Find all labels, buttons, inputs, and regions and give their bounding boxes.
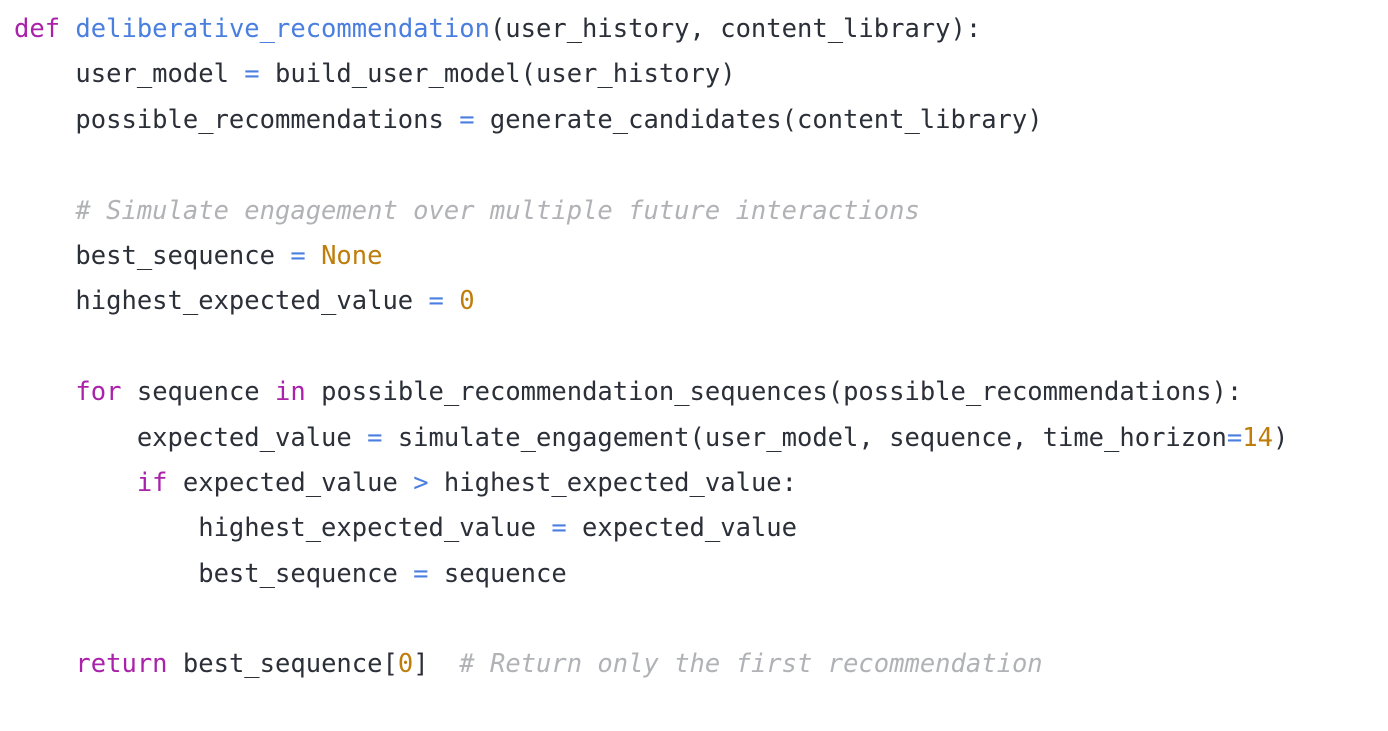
token-operator: =	[428, 286, 444, 317]
token-plain: simulate_engagement(user_model, sequence…	[382, 422, 1227, 453]
token-literal: 0	[459, 286, 475, 317]
token-plain: sequence	[428, 558, 567, 589]
token-plain: ]	[413, 649, 460, 680]
token-plain: expected_value	[566, 513, 797, 544]
token-plain: best_sequence	[14, 240, 291, 271]
code-line[interactable]: possible_recommendations = generate_cand…	[0, 98, 1388, 143]
code-line[interactable]: return best_sequence[0] # Return only th…	[0, 642, 1388, 687]
token-plain: (user_history, content_library):	[489, 14, 982, 44]
code-line[interactable]: expected_value = simulate_engagement(use…	[0, 416, 1388, 461]
token-plain: expected_value	[167, 467, 414, 498]
token-plain: build_user_model(user_history)	[259, 59, 736, 90]
token-plain: highest_expected_value:	[428, 467, 798, 498]
code-line[interactable]: if expected_value > highest_expected_val…	[0, 461, 1388, 506]
token-plain: sequence	[121, 377, 276, 408]
code-line[interactable]: def deliberative_recommendation(user_his…	[0, 7, 1388, 52]
token-plain: possible_recommendation_sequences(possib…	[305, 377, 1243, 408]
code-line[interactable]	[0, 143, 1388, 188]
token-operator: =	[459, 104, 475, 135]
token-literal: None	[321, 240, 383, 271]
token-comment: # Return only the first recommendation	[459, 649, 1043, 680]
token-function-name: deliberative_recommendation	[75, 14, 490, 44]
token-operator: =	[290, 240, 306, 271]
token-literal: 14	[1242, 422, 1273, 453]
token-keyword: for	[75, 377, 122, 408]
token-plain: best_sequence	[14, 558, 414, 589]
token-keyword: in	[275, 377, 306, 408]
code-line[interactable]: for sequence in possible_recommendation_…	[0, 370, 1388, 415]
code-line[interactable]: # Simulate engagement over multiple futu…	[0, 189, 1388, 234]
token-operator: =	[367, 422, 383, 453]
code-line[interactable]: best_sequence = sequence	[0, 552, 1388, 597]
token-literal: 0	[397, 649, 414, 680]
token-keyword: return	[75, 649, 168, 680]
token-plain	[444, 286, 459, 316]
token-plain: highest_expected_value	[14, 286, 429, 317]
code-line[interactable]: highest_expected_value = 0	[0, 279, 1388, 324]
token-comment: # Simulate engagement over multiple futu…	[75, 195, 920, 226]
code-block[interactable]: def deliberative_recommendation(user_his…	[0, 7, 1388, 731]
code-line[interactable]: best_sequence = None	[0, 234, 1388, 279]
token-operator: =	[1226, 422, 1243, 453]
token-plain: highest_expected_value	[14, 513, 552, 544]
code-line[interactable]	[0, 325, 1388, 370]
token-plain: user_model	[14, 59, 245, 90]
token-plain	[60, 14, 75, 44]
token-plain	[14, 196, 75, 226]
token-operator: =	[551, 513, 567, 544]
code-line[interactable]: user_model = build_user_model(user_histo…	[0, 52, 1388, 97]
token-plain	[306, 241, 321, 271]
token-plain: expected_value	[14, 422, 368, 453]
token-keyword: if	[136, 467, 168, 498]
token-plain	[14, 649, 75, 679]
code-line[interactable]: highest_expected_value = expected_value	[0, 506, 1388, 551]
token-plain: possible_recommendations	[14, 104, 460, 135]
token-plain: )	[1272, 422, 1289, 453]
token-plain	[14, 468, 137, 498]
token-plain: best_sequence[	[167, 649, 398, 680]
token-keyword: def	[14, 14, 61, 44]
code-line[interactable]	[0, 597, 1388, 642]
token-operator: =	[413, 558, 429, 589]
token-operator: =	[244, 59, 260, 90]
token-plain: generate_candidates(content_library)	[474, 104, 1043, 135]
token-operator: >	[413, 467, 429, 498]
token-plain	[14, 377, 75, 407]
